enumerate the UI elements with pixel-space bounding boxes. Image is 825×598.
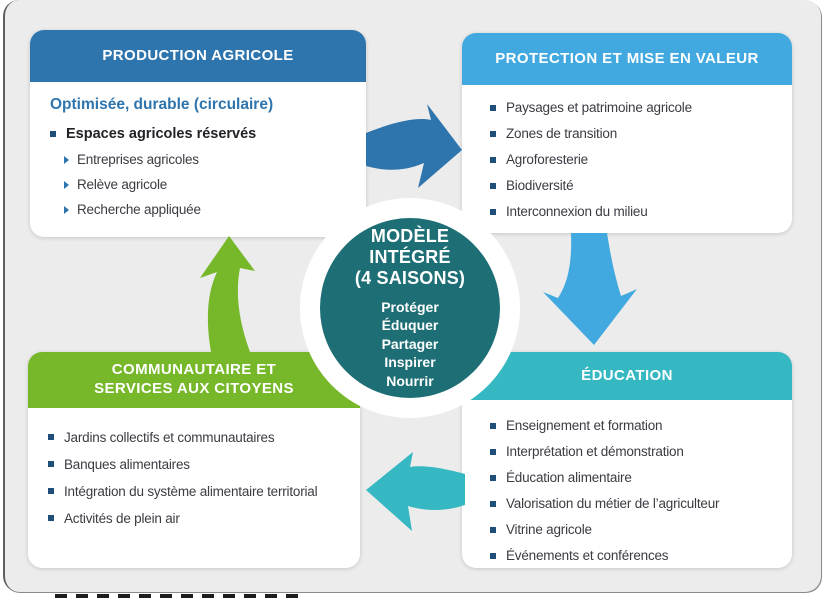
square-bullet-icon (490, 131, 496, 137)
center-values: Protéger Éduquer Partager Inspirer Nourr… (381, 298, 439, 389)
community-body: Jardins collectifs et communautaires Ban… (28, 408, 360, 540)
list-item: Valorisation du métier de l’agriculteur (490, 491, 786, 517)
square-bullet-icon (48, 461, 54, 467)
square-bullet-icon (490, 449, 496, 455)
community-header: COMMUNAUTAIRE ET SERVICES AUX CITOYENS (28, 352, 360, 408)
square-bullet-icon (490, 423, 496, 429)
square-bullet-icon (50, 131, 56, 137)
community-title-line2: SERVICES AUX CITOYENS (94, 380, 294, 397)
square-bullet-icon (490, 209, 496, 215)
education-body: Enseignement et formation Interprétation… (462, 400, 792, 577)
community-list: Jardins collectifs et communautaires Ban… (48, 424, 354, 532)
education-list: Enseignement et formation Interprétation… (490, 413, 786, 569)
list-item: Éducation alimentaire (490, 465, 786, 491)
production-header: PRODUCTION AGRICOLE (30, 30, 366, 82)
triangle-bullet-icon (64, 206, 69, 214)
list-item: Jardins collectifs et communautaires (48, 424, 354, 451)
list-item: Paysages et patrimoine agricole (490, 95, 784, 121)
community-title-line1: COMMUNAUTAIRE ET (111, 361, 277, 379)
production-subtitle: Optimisée, durable (circulaire) (50, 96, 274, 113)
protection-title: PROTECTION ET MISE EN VALEUR (495, 49, 759, 67)
square-bullet-icon (48, 488, 54, 494)
square-bullet-icon (490, 157, 496, 163)
square-bullet-icon (490, 501, 496, 507)
list-item: Biodiversité (490, 173, 784, 199)
list-item: Intégration du système alimentaire terri… (48, 478, 354, 505)
list-item: Relève agricole (64, 177, 356, 192)
protection-body: Paysages et patrimoine agricole Zones de… (462, 85, 792, 233)
education-title: ÉDUCATION (581, 366, 673, 384)
list-item: Vitrine agricole (490, 517, 786, 543)
production-title: PRODUCTION AGRICOLE (102, 46, 294, 64)
list-item: Activités de plein air (48, 505, 354, 532)
list-item: Interconnexion du milieu (490, 199, 784, 225)
quadrant-production-agricole: PRODUCTION AGRICOLE Optimisée, durable (… (30, 30, 366, 237)
list-item: Entreprises agricoles (64, 152, 356, 167)
triangle-bullet-icon (64, 156, 69, 164)
list-item: Agroforesterie (490, 147, 784, 173)
list-item: Espaces agricoles réservés (50, 126, 356, 142)
education-header: ÉDUCATION (462, 352, 792, 400)
center-title: MODÈLE INTÉGRÉ (4 SAISONS) (354, 226, 466, 288)
center-circle: MODÈLE INTÉGRÉ (4 SAISONS) Protéger Éduq… (320, 218, 500, 398)
production-sub-list: Entreprises agricoles Relève agricole Re… (50, 152, 356, 217)
production-body: Optimisée, durable (circulaire) Espaces … (30, 82, 366, 237)
list-item: Zones de transition (490, 121, 784, 147)
square-bullet-icon (490, 105, 496, 111)
list-item: Événements et conférences (490, 543, 786, 569)
list-item: Banques alimentaires (48, 451, 354, 478)
square-bullet-icon (490, 475, 496, 481)
protection-list: Paysages et patrimoine agricole Zones de… (490, 95, 784, 225)
square-bullet-icon (48, 515, 54, 521)
list-item: Recherche appliquée (64, 202, 356, 217)
list-item: Interprétation et démonstration (490, 439, 786, 465)
square-bullet-icon (48, 434, 54, 440)
quadrant-communautaire-services: COMMUNAUTAIRE ET SERVICES AUX CITOYENS J… (28, 352, 360, 568)
square-bullet-icon (490, 527, 496, 533)
quadrant-protection-mise-en-valeur: PROTECTION ET MISE EN VALEUR Paysages et… (462, 33, 792, 233)
cropped-caption-fragment (55, 594, 300, 598)
protection-header: PROTECTION ET MISE EN VALEUR (462, 33, 792, 85)
triangle-bullet-icon (64, 181, 69, 189)
list-item: Enseignement et formation (490, 413, 786, 439)
quadrant-education: ÉDUCATION Enseignement et formation Inte… (462, 352, 792, 568)
square-bullet-icon (490, 553, 496, 559)
square-bullet-icon (490, 183, 496, 189)
